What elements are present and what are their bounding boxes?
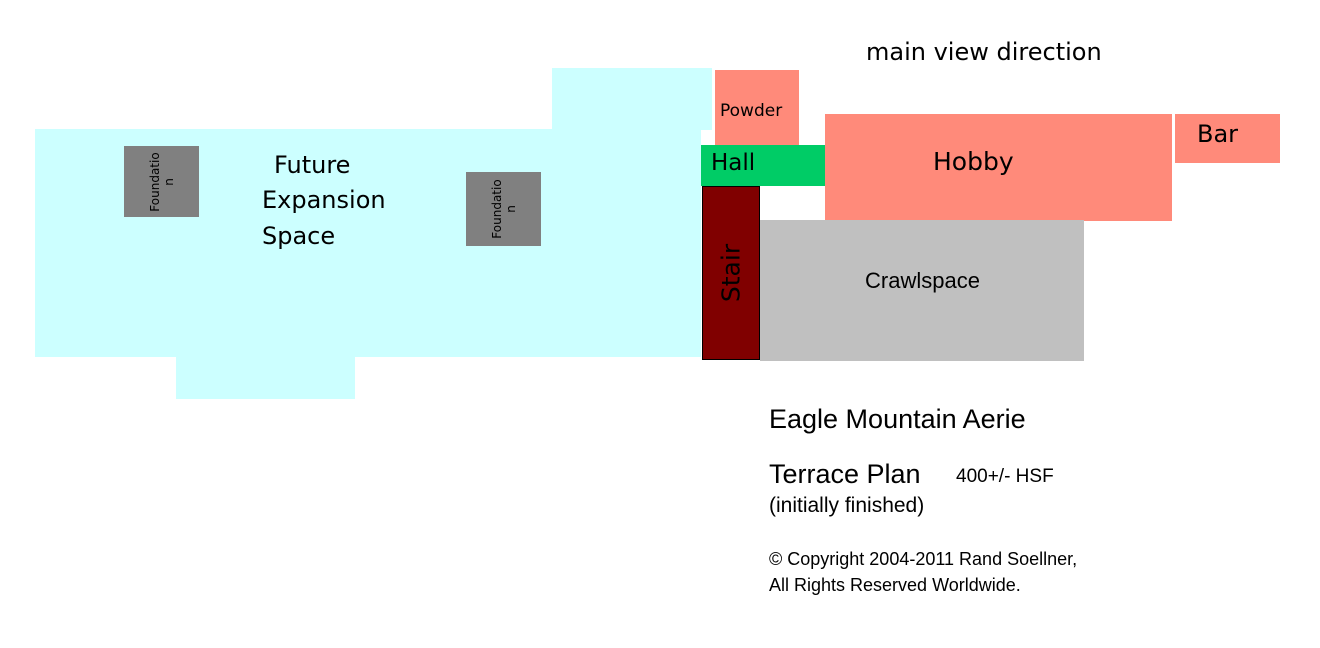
copyright-line1: © Copyright 2004-2011 Rand Soellner, — [769, 549, 1078, 569]
stair-label: Stair — [716, 243, 746, 303]
copyright-line2: All Rights Reserved Worldwide. — [769, 575, 1021, 595]
future-expansion-area-upper — [552, 68, 712, 130]
foundation-left-label-part1: Foundatio — [147, 151, 162, 212]
bar-room-label: Bar — [1197, 120, 1239, 148]
project-title: Eagle Mountain Aerie — [769, 404, 1026, 434]
powder-room-label: Powder — [720, 101, 783, 121]
view-direction-label: main view direction — [866, 38, 1102, 66]
plan-name: Terrace Plan — [769, 459, 921, 489]
crawlspace-label: Crawlspace — [865, 268, 980, 293]
future-expansion-label-line3: Space — [262, 222, 336, 250]
foundation-left: Foundatio n — [124, 146, 199, 217]
crawlspace — [760, 220, 1084, 361]
plan-area: 400+/- HSF — [956, 466, 1054, 487]
powder-room — [715, 70, 799, 146]
stair: Stair — [702, 186, 760, 360]
foundation-left-label-part2: n — [161, 177, 176, 186]
plan-status: (initially finished) — [769, 494, 925, 517]
hobby-room-label: Hobby — [933, 147, 1014, 176]
future-expansion-area-lower — [176, 356, 355, 399]
hall-label: Hall — [711, 150, 756, 176]
future-expansion-label-line1: Future — [274, 151, 351, 179]
future-expansion-label-line2: Expansion — [262, 186, 386, 214]
foundation-right: Foundatio n — [466, 172, 541, 246]
foundation-right-label-part1: Foundatio — [489, 179, 504, 239]
hall — [701, 145, 825, 186]
hobby-room — [825, 114, 1172, 221]
bar-room — [1175, 114, 1280, 163]
foundation-right-label-part2: n — [503, 205, 518, 213]
